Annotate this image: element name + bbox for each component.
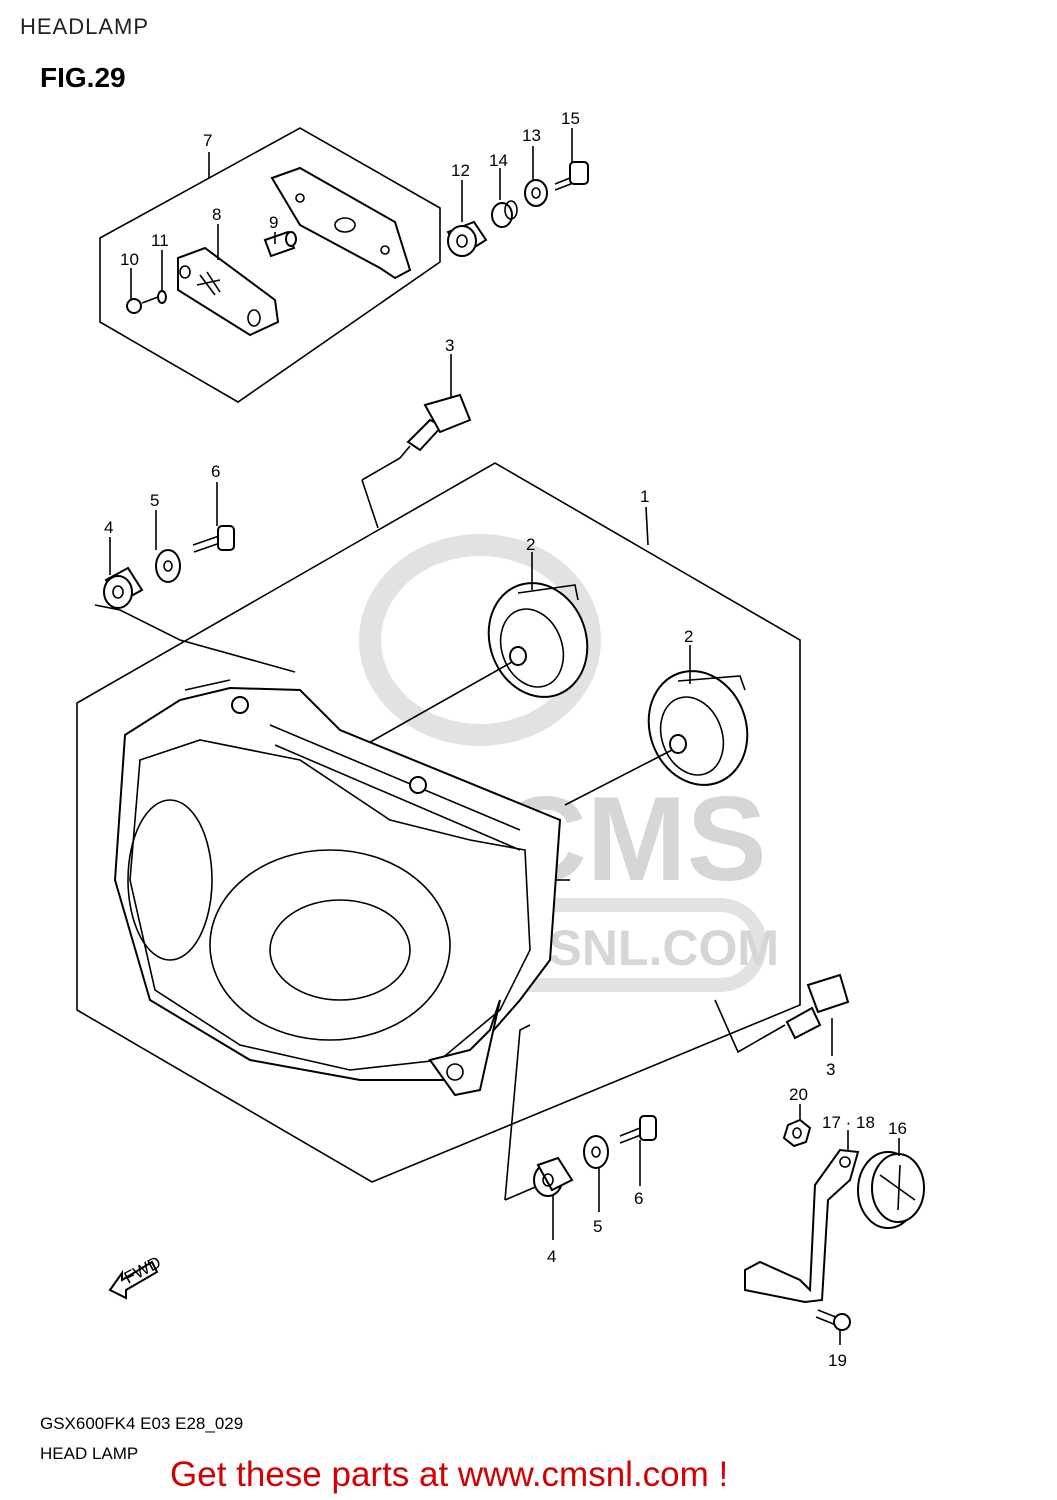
headlamp-housing bbox=[113, 679, 570, 1097]
bracket-17-18 bbox=[744, 1148, 860, 1304]
nut-20 bbox=[782, 1118, 812, 1148]
callout-19: 19 bbox=[828, 1351, 847, 1370]
marker-lamp-bracket bbox=[270, 166, 412, 280]
washer-13 bbox=[524, 179, 548, 207]
diagram-subtitle: HEAD LAMP bbox=[40, 1444, 139, 1463]
callout-4b: 4 bbox=[547, 1247, 556, 1266]
callout-11: 11 bbox=[151, 231, 169, 250]
callout-13: 13 bbox=[522, 126, 541, 145]
callout-14: 14 bbox=[489, 151, 508, 170]
callout-9: 9 bbox=[269, 213, 278, 232]
callout-4a: 4 bbox=[104, 518, 113, 537]
callout-20: 20 bbox=[789, 1085, 808, 1104]
cap-16 bbox=[857, 1151, 925, 1229]
callout-1: 1 bbox=[640, 487, 649, 506]
headlamp-bulb-lower bbox=[714, 973, 850, 1054]
screw-10 bbox=[126, 296, 159, 314]
grommet-12 bbox=[446, 220, 488, 257]
bulb-socket-lower bbox=[564, 670, 749, 806]
callout-16: 16 bbox=[888, 1119, 907, 1138]
marker-lamp-lens bbox=[177, 246, 280, 337]
callout-5a: 5 bbox=[150, 491, 159, 510]
collar-14 bbox=[491, 200, 518, 228]
bolt-15 bbox=[554, 161, 589, 191]
mount-left bbox=[94, 525, 296, 673]
callout-2b: 2 bbox=[684, 627, 693, 646]
marker-bulb bbox=[263, 230, 297, 258]
shop-link-banner[interactable]: Get these parts at www.cmsnl.com ! bbox=[170, 1455, 729, 1494]
assembly-box-7 bbox=[99, 127, 441, 403]
callouts: 1 2 2 3 3 4 4 5 5 6 6 7 8 9 10 11 12 bbox=[104, 109, 907, 1370]
bulb-socket-upper bbox=[364, 582, 589, 746]
fwd-arrow-icon: FWD bbox=[108, 1253, 164, 1300]
callout-8: 8 bbox=[212, 205, 221, 224]
washer-11 bbox=[157, 290, 167, 304]
callout-5b: 5 bbox=[593, 1217, 602, 1236]
callout-6b: 6 bbox=[634, 1189, 643, 1208]
fwd-label: FWD bbox=[121, 1253, 164, 1288]
headlamp-bulb-upper bbox=[361, 393, 472, 529]
callout-17-18: 17 · 18 bbox=[822, 1113, 875, 1132]
mount-right bbox=[504, 1024, 657, 1201]
figure-title: FIG.29 bbox=[40, 62, 126, 93]
callout-3b: 3 bbox=[826, 1060, 835, 1079]
callout-12: 12 bbox=[451, 161, 470, 180]
callout-6a: 6 bbox=[211, 462, 220, 481]
callout-2a: 2 bbox=[526, 535, 535, 554]
assembly-box-1 bbox=[76, 462, 801, 1183]
callout-7: 7 bbox=[203, 131, 212, 150]
callout-3a: 3 bbox=[445, 336, 454, 355]
screw-19 bbox=[815, 1309, 851, 1331]
model-code: GSX600FK4 E03 E28_029 bbox=[40, 1414, 244, 1433]
callout-15: 15 bbox=[561, 109, 580, 128]
section-header: HEADLAMP bbox=[20, 14, 150, 39]
callout-10: 10 bbox=[120, 250, 139, 269]
